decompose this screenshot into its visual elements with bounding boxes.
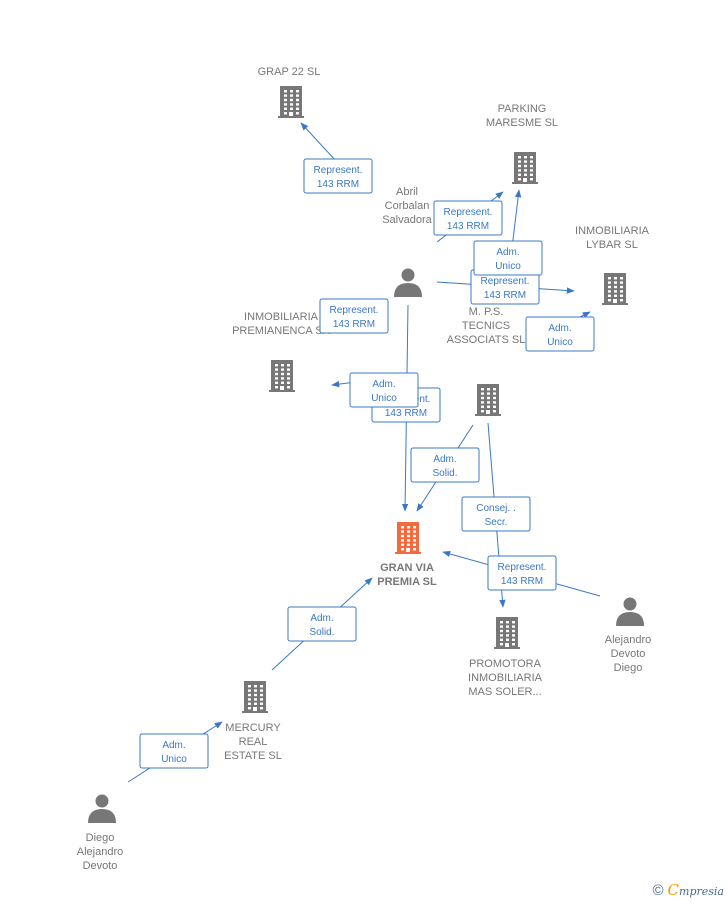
- building-icon: [242, 681, 268, 713]
- edge-label-line: 143 RRM: [501, 576, 543, 587]
- node-label-line: MERCURY: [225, 722, 281, 734]
- edge-label-line: Represent.: [481, 276, 530, 287]
- node-label-line: TECNICS: [462, 320, 510, 332]
- brand-initial: C: [667, 881, 680, 899]
- edge-label-line: Adm.: [433, 454, 456, 465]
- node-label-line: REAL: [239, 736, 268, 748]
- node-label-line: Diego: [614, 662, 643, 674]
- node-label-line: INMOBILIARIA: [244, 311, 319, 323]
- person-icon: [616, 597, 644, 626]
- edge-label-line: Adm.: [310, 613, 333, 624]
- node-label-line: ESTATE SL: [224, 750, 282, 762]
- node-label-line: PREMIANENCA SA: [232, 325, 330, 337]
- node-label-line: Corbalan: [385, 200, 430, 212]
- edge-label-line: Adm.: [162, 740, 185, 751]
- building-icon: [602, 273, 628, 305]
- edge-label-abril-to-lybar: Represent. 143 RRM: [470, 269, 540, 305]
- building-icon: [395, 522, 421, 554]
- node-granvia[interactable]: GRAN VIA PREMIA SL: [377, 522, 437, 588]
- edge-label-line: Represent.: [330, 305, 379, 316]
- node-label-line: GRAP 22 SL: [258, 66, 321, 78]
- edge-label-mps-to-premianenca: Adm. Unico: [349, 372, 419, 408]
- edge-label-abril-to-premianenca: Represent. 143 RRM: [319, 298, 389, 334]
- edge-label-mps-to-lybar: Adm. Unico: [525, 316, 595, 352]
- building-icon: [269, 360, 295, 392]
- node-label-line: Diego: [86, 832, 115, 844]
- node-parking[interactable]: PARKING MARESME SL: [486, 103, 558, 184]
- edge-label-abril-to-grap22: Represent. 143 RRM: [303, 158, 373, 194]
- edge-label-alejandro-to-granvia: Represent. 143 RRM: [487, 555, 557, 591]
- edge-label-line: Adm.: [372, 379, 395, 390]
- node-label-line: PARKING: [498, 103, 547, 115]
- edge-label-line: Represent.: [314, 165, 363, 176]
- node-label-line: M. P.S.: [469, 306, 504, 318]
- node-label-line: Salvadora: [382, 214, 432, 226]
- edge-label-mercury-to-granvia: Adm. Solid.: [287, 606, 357, 642]
- edge-label-line: Represent.: [498, 562, 547, 573]
- building-icon: [278, 86, 304, 118]
- node-label-line: INMOBILIARIA: [468, 672, 543, 684]
- edge-label-diego-to-mercury: Adm. Unico: [139, 733, 209, 769]
- edge-label-mps-to-granvia: Adm. Solid.: [410, 447, 480, 483]
- edge-line-mps-to-parking: [511, 189, 522, 249]
- edge-label-line: Solid.: [432, 468, 457, 479]
- edge-label-line: Unico: [371, 393, 397, 404]
- brand-name: mpresia: [679, 885, 724, 898]
- node-label-line: PREMIA SL: [377, 576, 437, 588]
- node-label-line: Abril: [396, 186, 418, 198]
- node-label-line: MARESME SL: [486, 117, 558, 129]
- node-label-line: PROMOTORA: [469, 658, 542, 670]
- node-label-line: ASSOCIATS SL: [447, 334, 526, 346]
- edge-label-line: Adm.: [496, 247, 519, 258]
- node-grap22[interactable]: GRAP 22 SL: [258, 66, 321, 118]
- node-mercury[interactable]: MERCURY REAL ESTATE SL: [224, 681, 282, 762]
- edge-label-mps-to-promotora: Consej. . Secr.: [461, 496, 531, 532]
- building-icon: [494, 617, 520, 649]
- node-label-line: LYBAR SL: [586, 239, 638, 251]
- node-lybar[interactable]: INMOBILIARIA LYBAR SL: [575, 225, 650, 305]
- nodes-layer: GRAP 22 SL PARKING MARESME SL AbrilCorbalan…: [77, 66, 651, 872]
- edge-label-line: Represent.: [444, 207, 493, 218]
- building-icon: [475, 384, 501, 416]
- brand-footer: ©Cmpresia: [652, 881, 724, 899]
- node-label-line: Alejandro: [605, 634, 651, 646]
- building-icon: [512, 152, 538, 184]
- edge-label-line: 143 RRM: [385, 408, 427, 419]
- edge-label-line: 143 RRM: [333, 319, 375, 330]
- person-icon: [88, 794, 116, 823]
- copyright-icon: ©: [652, 882, 664, 899]
- person-icon: [394, 268, 422, 297]
- node-premianenca[interactable]: INMOBILIARIA PREMIANENCA SA: [232, 311, 331, 392]
- node-label-line: MAS SOLER...: [468, 686, 541, 698]
- edge-label-line: Consej. .: [476, 503, 515, 514]
- edge-label-line: Unico: [495, 261, 521, 272]
- node-label-line: Devoto: [611, 648, 646, 660]
- edge-label-line: Secr.: [485, 517, 508, 528]
- edge-label-line: 143 RRM: [447, 221, 489, 232]
- node-label-line: Devoto: [83, 860, 118, 872]
- edge-label-line: Adm.: [548, 323, 571, 334]
- node-label-line: Alejandro: [77, 846, 123, 858]
- node-label-line: GRAN VIA: [380, 562, 434, 574]
- node-label-line: INMOBILIARIA: [575, 225, 650, 237]
- edge-label-line: Unico: [161, 754, 187, 765]
- edge-label-line: 143 RRM: [484, 290, 526, 301]
- edge-label-line: Unico: [547, 337, 573, 348]
- node-promotora[interactable]: PROMOTORA INMOBILIARIA MAS SOLER...: [468, 617, 543, 698]
- edge-label-mps-to-parking: Adm. Unico: [473, 240, 543, 276]
- edge-label-abril-to-parking: Represent. 143 RRM: [433, 200, 503, 236]
- edge-label-line: Solid.: [309, 627, 334, 638]
- node-mps[interactable]: M. P.S. TECNICS ASSOCIATS SL: [447, 306, 526, 416]
- edge-label-line: 143 RRM: [317, 179, 359, 190]
